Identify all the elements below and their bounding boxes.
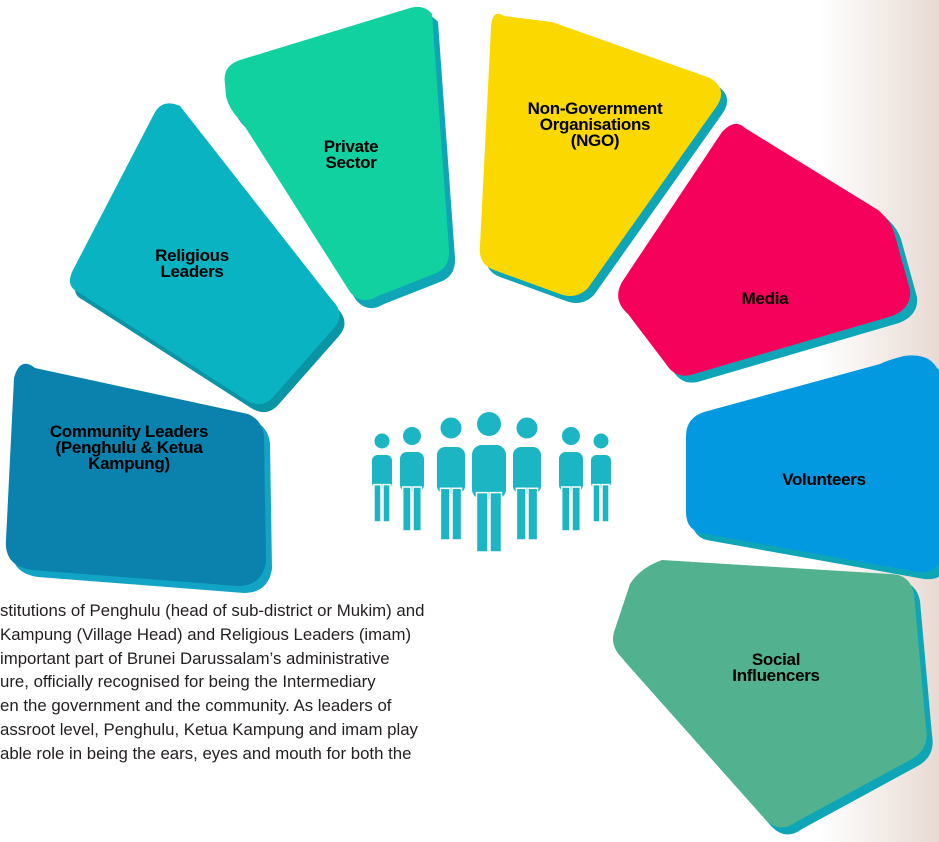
segment-social-influencers-shape <box>613 560 927 828</box>
segment-private-sector-label-line: Sector <box>325 153 377 172</box>
person-figure <box>511 415 543 541</box>
person-figure <box>435 415 467 541</box>
paragraph-line: Kampung (Village Head) and Religious Lea… <box>0 624 412 644</box>
segment-media-shape <box>618 123 911 376</box>
segment-volunteers-label-line: Volunteers <box>782 470 866 489</box>
segment-community-leaders-label-line: Community Leaders <box>50 422 208 441</box>
person-figure <box>557 425 585 532</box>
segment-social-influencers-label-line: Social <box>752 650 800 669</box>
segment-ngo-shape <box>479 13 722 296</box>
segment-ngo-label-line: Organisations <box>540 115 650 134</box>
person-figure <box>470 410 508 553</box>
paragraph-line: stitutions of Penghulu (head of sub-dist… <box>0 601 425 620</box>
person-figure <box>398 425 426 532</box>
segment-private-sector-shape <box>224 6 450 301</box>
segment-ngo-label-line: Non-Government <box>528 99 663 118</box>
segment-religious-leaders-shape <box>69 103 340 405</box>
segment-social-influencers-label-line: Influencers <box>732 666 819 685</box>
segment-religious-leaders-label-line: Leaders <box>160 262 223 281</box>
segment-volunteers-shape <box>686 355 939 573</box>
paragraph-line: assroot level, Penghulu, Ketua Kampung a… <box>0 719 418 739</box>
group-of-people-icon <box>370 410 613 553</box>
segment-community-leaders-label-line: Kampung) <box>88 454 170 473</box>
body-paragraph: stitutions of Penghulu (head of sub-dist… <box>0 599 575 766</box>
segment-community-leaders-shape <box>5 363 266 586</box>
segment-community-leaders: Community Leaders(Penghulu & KetuaKampun… <box>5 363 272 593</box>
segment-media-label-line: Media <box>742 289 790 308</box>
paragraph-line: able role in being the ears, eyes and mo… <box>0 743 412 763</box>
segment-media: Media <box>618 123 918 383</box>
person-figure <box>589 431 613 523</box>
paragraph-line: important part of Brunei Darussalam’s ad… <box>0 648 390 668</box>
person-figure <box>370 431 394 523</box>
segment-volunteers: Volunteers <box>686 355 939 580</box>
segment-private-sector-label-line: Private <box>324 137 379 156</box>
paragraph-line: ure, officially recognised for being the… <box>0 672 376 692</box>
segment-ngo-label-line: (NGO) <box>571 131 620 150</box>
paragraph-line: en the government and the community. As … <box>0 696 392 716</box>
segment-religious-leaders-label-line: Religious <box>155 246 229 265</box>
segment-community-leaders-label-line: (Penghulu & Ketua <box>56 438 204 457</box>
